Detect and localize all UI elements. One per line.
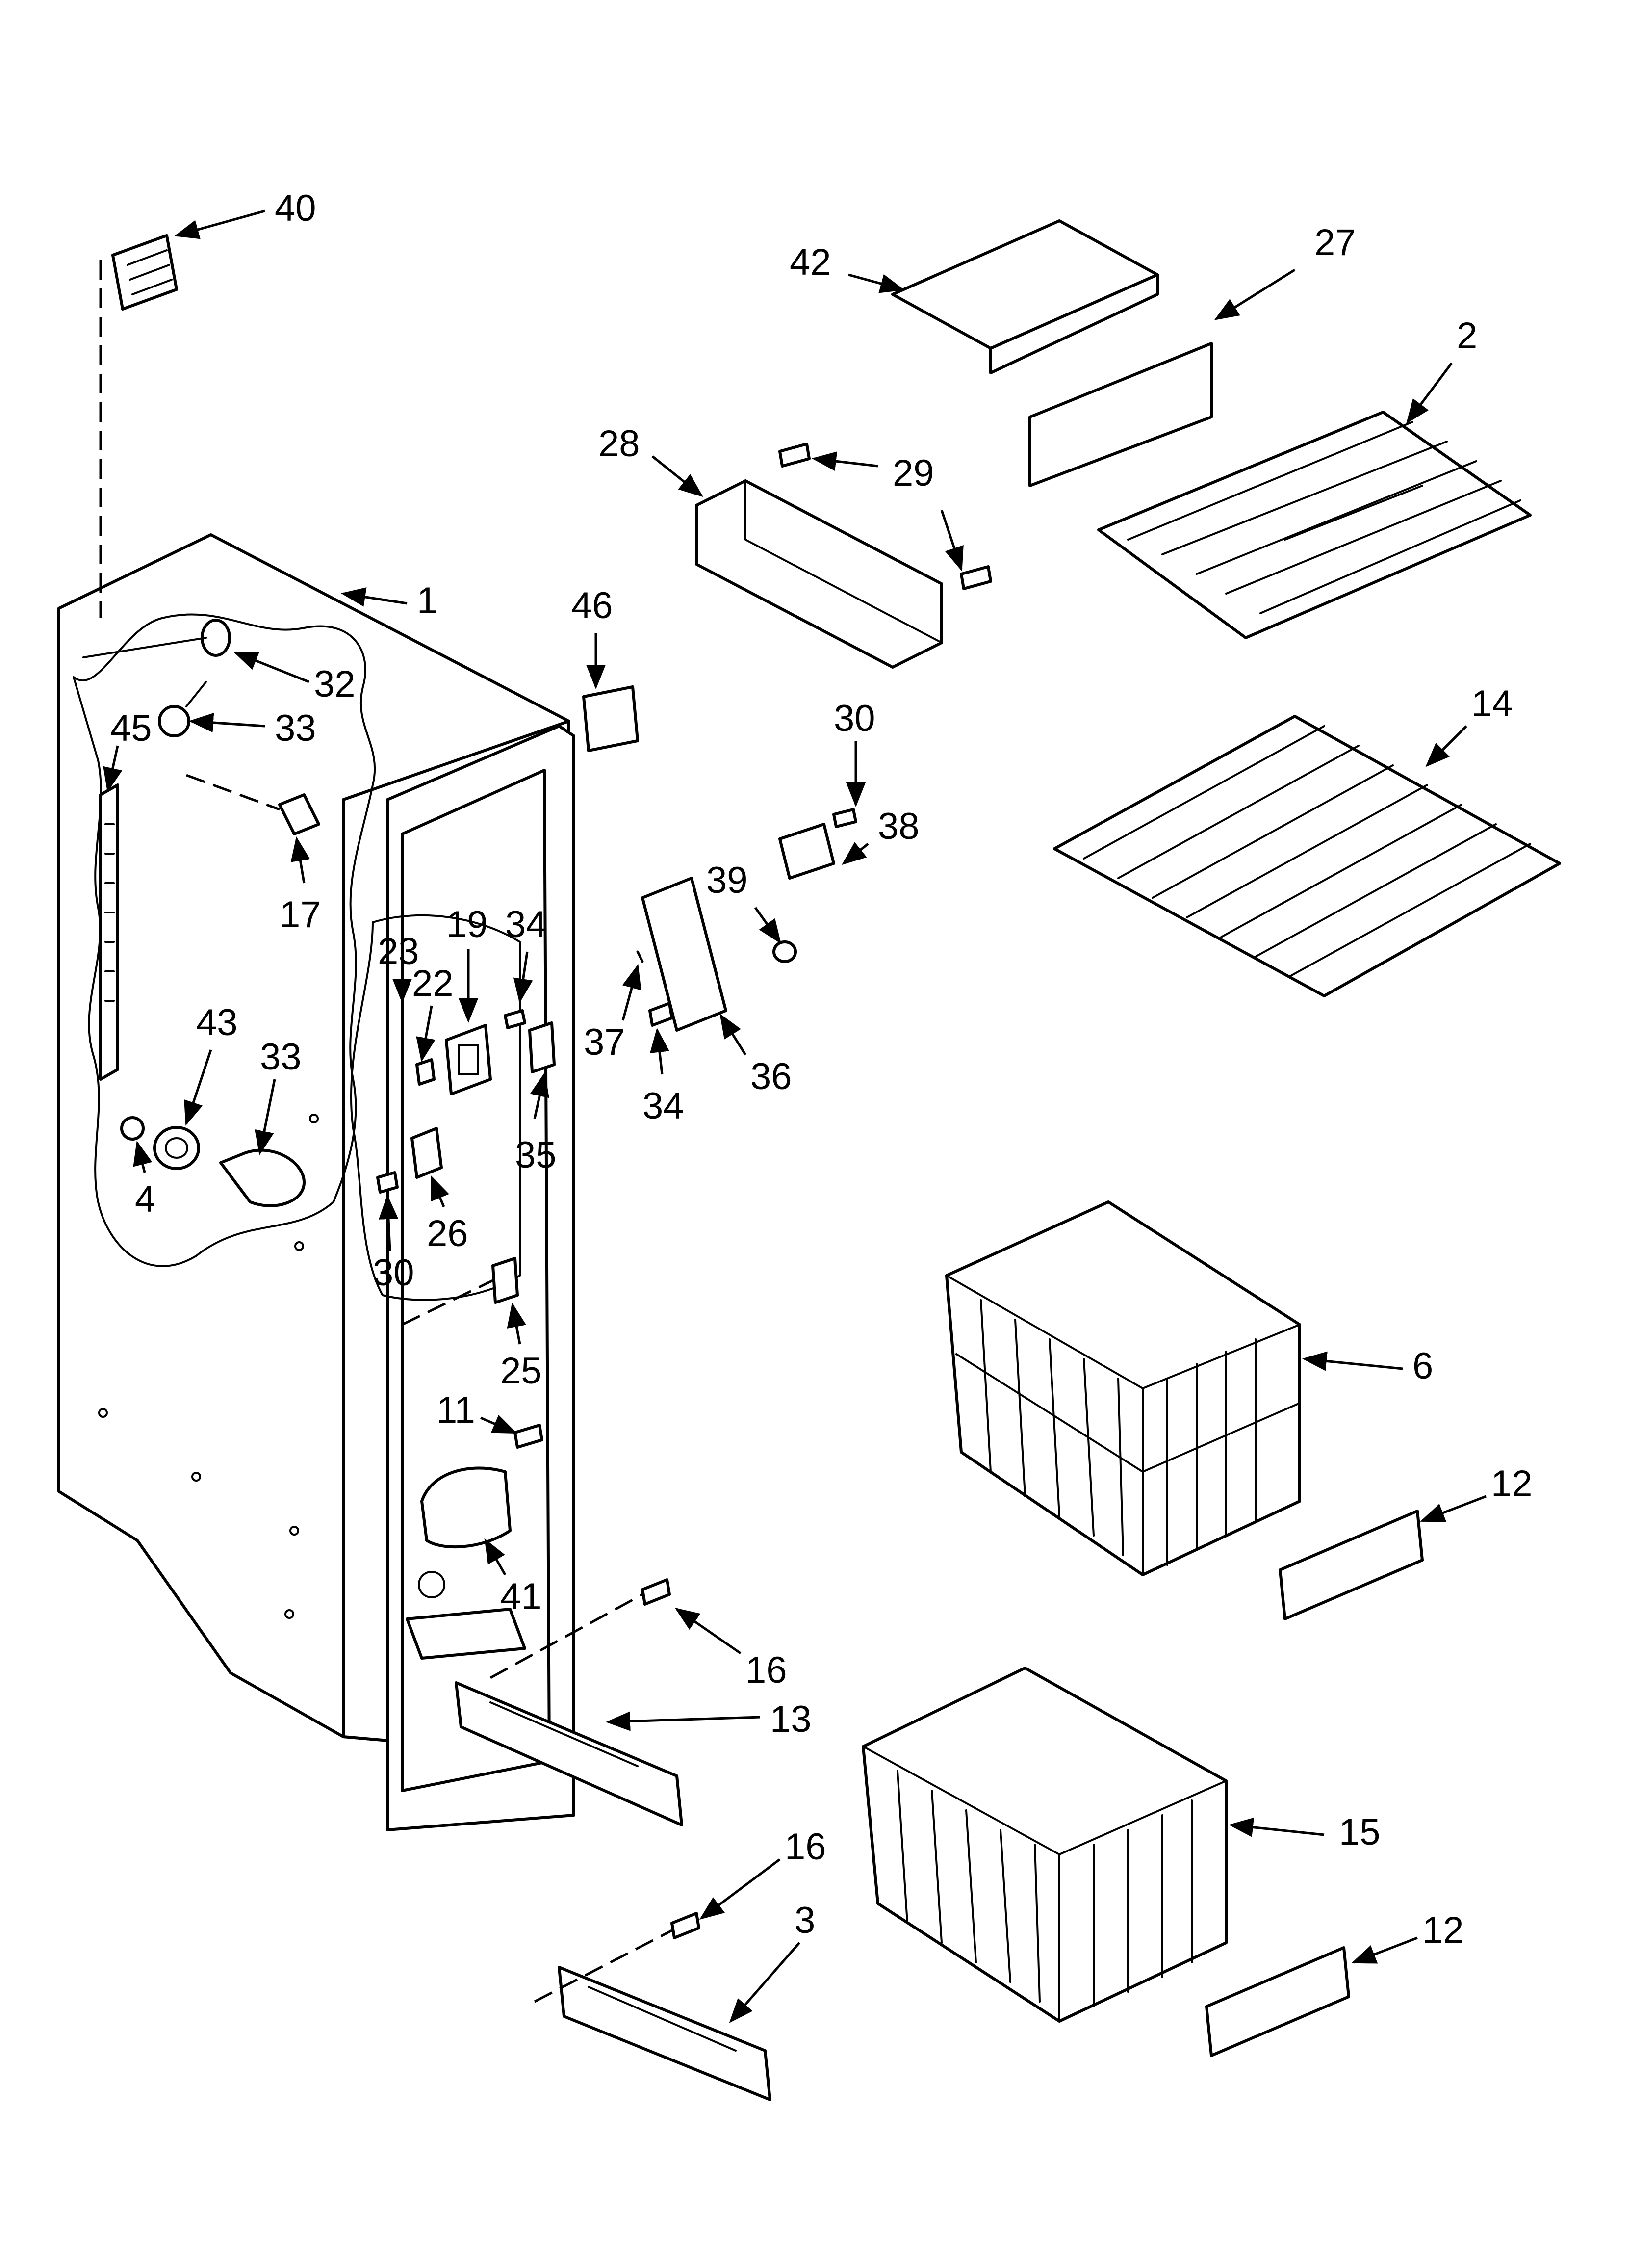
part-16-screw-lower (670, 1912, 700, 1939)
callout-22: 22 (412, 963, 454, 1004)
part-19-control (445, 1024, 492, 1095)
callout-28: 28 (598, 423, 640, 465)
callout-33-lower: 33 (260, 1036, 302, 1078)
callout-43: 43 (196, 1002, 238, 1043)
callout-30-lower: 30 (373, 1252, 414, 1294)
part-42-cover (891, 219, 1159, 374)
callout-3: 3 (795, 1900, 815, 1941)
callout-42: 42 (790, 241, 831, 283)
part-30-screw-left (376, 1171, 399, 1194)
callout-16-upper: 16 (745, 1649, 787, 1691)
part-27-panel (1028, 342, 1213, 487)
callout-15: 15 (1339, 1811, 1381, 1853)
callout-25: 25 (500, 1350, 542, 1392)
part-16-screw-upper (641, 1578, 671, 1606)
callout-6: 6 (1412, 1345, 1433, 1387)
part-43-lamp-socket (153, 1126, 200, 1170)
callout-34-left: 34 (505, 904, 547, 945)
callouts: 40 42 27 2 28 29 1 46 32 33 45 17 14 30 … (103, 187, 1533, 2023)
part-33-bulb-top (158, 681, 207, 737)
part-38-board (778, 823, 835, 880)
part-15-basket (862, 1667, 1228, 2023)
callout-38: 38 (878, 806, 920, 847)
part-4-screw (120, 1116, 145, 1141)
callout-27: 27 (1314, 222, 1356, 263)
callout-32: 32 (314, 663, 356, 705)
part-3-trim (558, 1966, 771, 2101)
callout-16-lower: 16 (785, 1826, 826, 1868)
part-2-shelf (1097, 411, 1532, 639)
callout-23: 23 (378, 931, 419, 972)
callout-4: 4 (135, 1178, 155, 1220)
part-29-screw-b (960, 565, 992, 590)
part-32-socket (82, 619, 231, 658)
callout-41: 41 (500, 1576, 542, 1617)
part-29-screw-a (778, 443, 811, 468)
part-37-pin (636, 950, 644, 963)
callout-17: 17 (280, 894, 321, 936)
part-39-knob (772, 940, 797, 963)
callout-2: 2 (1457, 315, 1477, 357)
callout-39: 39 (706, 860, 748, 901)
part-36-plate (641, 877, 727, 1032)
part-25-switch (401, 1257, 519, 1326)
part-34-screw-right (648, 1002, 673, 1027)
callout-30-top: 30 (834, 698, 875, 739)
callout-40: 40 (275, 187, 316, 229)
part-12-strip-upper (1279, 1510, 1424, 1620)
part-45-strip (99, 783, 119, 1081)
part-46-cap (582, 685, 639, 752)
callout-34-right: 34 (642, 1085, 684, 1127)
part-34-screw (504, 1009, 526, 1029)
part-14-shelf (1053, 715, 1561, 997)
callout-12-lower: 12 (1422, 1909, 1464, 1951)
callout-45: 45 (110, 707, 152, 749)
callout-37: 37 (584, 1021, 625, 1063)
callout-13: 13 (770, 1698, 812, 1740)
callout-33: 33 (275, 707, 316, 749)
part-28-bracket (695, 479, 943, 669)
callout-14: 14 (1471, 683, 1513, 725)
callout-19: 19 (446, 904, 488, 945)
callout-1: 1 (417, 580, 437, 622)
part-40-vent-cover (111, 234, 178, 311)
part-35-clip (528, 1021, 556, 1073)
part-26-board (410, 1127, 443, 1179)
part-13-trim (455, 1681, 683, 1826)
callout-29: 29 (893, 452, 934, 494)
callout-46: 46 (571, 585, 613, 626)
callout-11: 11 (436, 1389, 475, 1431)
part-41-housing (420, 1466, 512, 1549)
part-17-clip (186, 774, 320, 835)
callout-12-upper: 12 (1491, 1463, 1533, 1505)
callout-36: 36 (750, 1056, 792, 1097)
part-6-basket (945, 1200, 1301, 1576)
callout-26: 26 (427, 1213, 468, 1254)
callout-35: 35 (515, 1134, 557, 1176)
part-30-screw-right (832, 808, 857, 828)
part-11-screw (513, 1424, 543, 1449)
part-12-strip-lower (1205, 1946, 1350, 2057)
part-22-23-pins (401, 1004, 436, 1086)
